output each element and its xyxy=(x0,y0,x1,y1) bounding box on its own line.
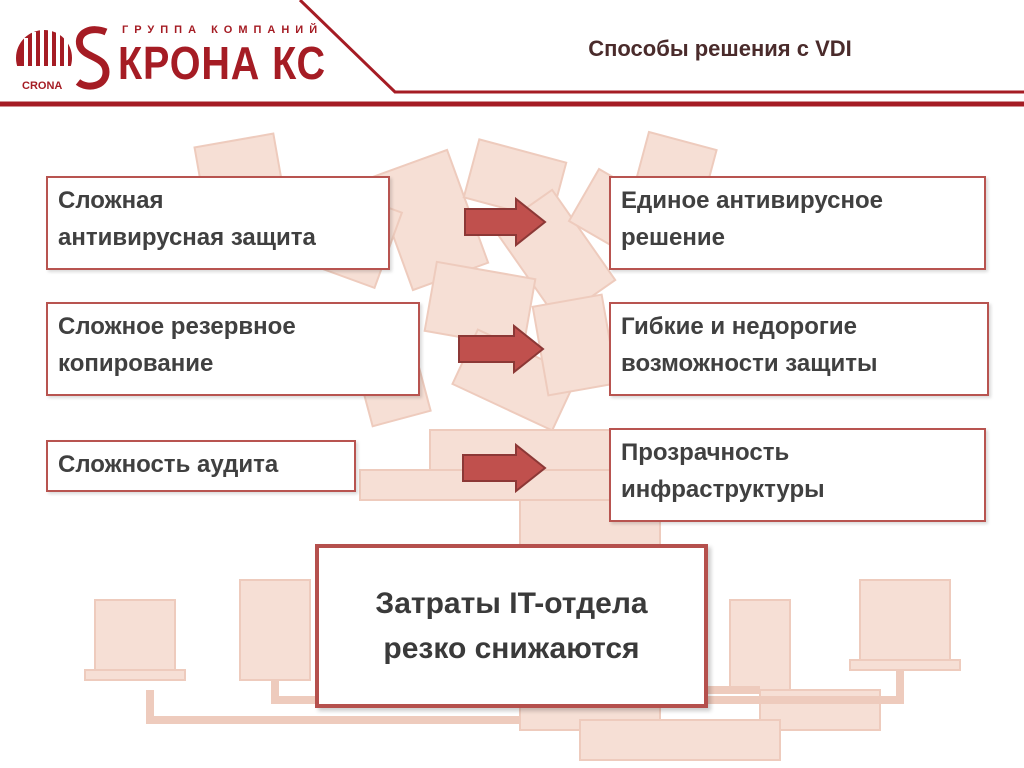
problem-line: Сложное резервное xyxy=(58,313,296,340)
right-arrow-icon xyxy=(462,442,547,494)
solution-line: Прозрачность xyxy=(621,439,790,466)
problem-line: копирование xyxy=(58,350,214,377)
conclusion-line: Затраты IT-отдела xyxy=(375,587,648,620)
solution-line: Гибкие и недорогие xyxy=(621,313,857,340)
problem-line: антивирусная защита xyxy=(58,224,316,251)
problem-line: Сложность аудита xyxy=(58,451,279,478)
solution-line: Единое антивирусное xyxy=(621,187,883,214)
company-logo: CRONA ГРУППА КОМПАНИЙ КРОНА КС xyxy=(14,18,325,92)
problem-box-audit: Сложность аудита xyxy=(46,440,356,492)
problem-box-backup: Сложное резервное копирование xyxy=(46,302,420,396)
solution-line: решение xyxy=(621,224,725,251)
problem-line: Сложная xyxy=(58,187,164,214)
problem-box-antivirus: Сложная антивирусная защита xyxy=(46,176,390,270)
logo-brand-name: КРОНА КС xyxy=(118,37,326,89)
solution-line: инфраструктуры xyxy=(621,476,825,503)
solution-box-protection: Гибкие и недорогие возможности защиты xyxy=(609,302,989,396)
solution-box-transparency: Прозрачность инфраструктуры xyxy=(609,428,986,522)
conclusion-line: резко снижаются xyxy=(383,632,640,665)
logo-group-text: ГРУППА КОМПАНИЙ xyxy=(122,24,324,36)
conclusion-box: Затраты IT-отдела резко снижаются xyxy=(315,544,708,708)
logo-mark-text: CRONA xyxy=(22,80,63,92)
solution-box-antivirus: Единое антивирусное решение xyxy=(609,176,986,270)
header-decoration xyxy=(0,0,1024,107)
right-arrow-icon xyxy=(464,196,547,248)
logo-mark-icon xyxy=(16,26,110,92)
right-arrow-icon xyxy=(458,323,545,375)
solution-line: возможности защиты xyxy=(621,350,878,377)
slide-title: Способы решения с VDI xyxy=(588,36,852,61)
